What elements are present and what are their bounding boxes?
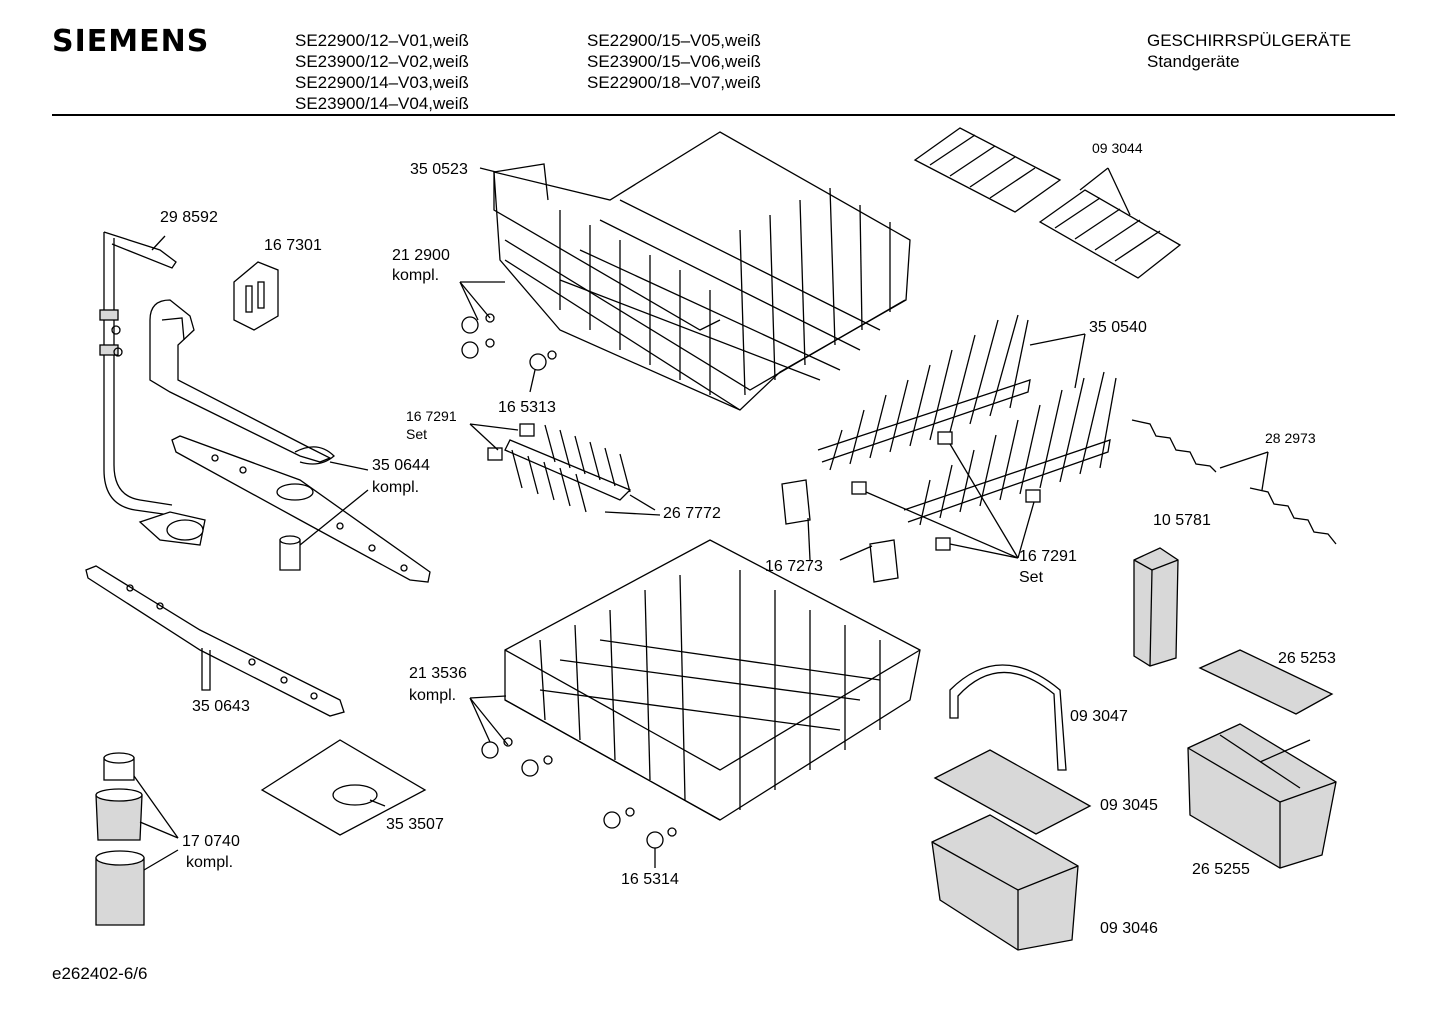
part-label-350643: 35 0643 bbox=[192, 698, 250, 715]
category-title: GESCHIRRSPÜLGERÄTE bbox=[1147, 31, 1352, 50]
part-label-265255: 26 5255 bbox=[1192, 861, 1250, 878]
cup-shelf-icon bbox=[487, 423, 632, 513]
filter-plate-icon bbox=[260, 739, 427, 836]
part-label-213536: 21 3536 bbox=[409, 665, 467, 682]
clips-167273-icon bbox=[781, 479, 899, 583]
part-label-350644: 35 0644 bbox=[372, 457, 430, 474]
part-label-350540: 35 0540 bbox=[1089, 319, 1147, 336]
plate-tines-350540-icon bbox=[817, 314, 1117, 526]
part-label-093046: 09 3046 bbox=[1100, 920, 1158, 937]
category-block: GESCHIRRSPÜLGERÄTE Standgeräte bbox=[1147, 30, 1351, 72]
clips-167291-icon bbox=[851, 431, 1041, 551]
document-id: e262402-6/6 bbox=[52, 964, 148, 983]
cutlery-insert-105781-icon bbox=[1133, 547, 1179, 667]
spray-arm-feed-icon bbox=[149, 299, 335, 465]
part-label-093045: 09 3045 bbox=[1100, 797, 1158, 814]
part-label-350523: 35 0523 bbox=[410, 161, 468, 178]
part-label-167291-upper-sub: Set bbox=[406, 426, 428, 442]
part-label-167273: 16 7273 bbox=[765, 558, 823, 575]
part-label-212900: 21 2900 bbox=[392, 247, 450, 264]
part-label-170740: 17 0740 bbox=[182, 833, 240, 850]
part-label-282973: 28 2973 bbox=[1265, 430, 1316, 446]
model-line: SE23900/15–V06,weiß bbox=[587, 52, 761, 71]
model-line: SE22900/14–V03,weiß bbox=[295, 73, 469, 92]
lower-basket-icon bbox=[481, 539, 921, 849]
part-label-212900-sub: kompl. bbox=[392, 267, 440, 284]
part-label-265253: 26 5253 bbox=[1278, 650, 1336, 667]
part-label-350644-sub: kompl. bbox=[372, 479, 420, 496]
filter-cylinders-icon bbox=[95, 752, 145, 926]
part-label-167291-upper: 16 7291 bbox=[406, 408, 457, 424]
handle-093047-icon bbox=[949, 664, 1067, 771]
part-label-093044: 09 3044 bbox=[1092, 140, 1143, 156]
cutlery-basket-093046-icon bbox=[931, 814, 1079, 951]
tine-rows-282973-icon bbox=[1131, 419, 1337, 545]
grid-lid-265253-icon bbox=[1198, 649, 1334, 715]
cutlery-basket-265255-icon bbox=[1187, 723, 1337, 869]
part-label-105781: 10 5781 bbox=[1153, 512, 1211, 529]
clip-16-7301-icon bbox=[233, 261, 279, 331]
lower-spray-arm-icon bbox=[85, 565, 345, 717]
model-line: SE23900/12–V02,weiß bbox=[295, 52, 469, 71]
header-divider bbox=[52, 114, 1395, 116]
model-line: SE22900/18–V07,weiß bbox=[587, 73, 761, 92]
model-line: SE23900/14–V04,weiß bbox=[295, 94, 469, 113]
part-label-167301: 16 7301 bbox=[264, 237, 322, 254]
part-label-170740-sub: kompl. bbox=[186, 854, 234, 871]
part-label-267772: 26 7772 bbox=[663, 505, 721, 522]
leader-lines bbox=[133, 167, 1269, 871]
part-label-093047: 09 3047 bbox=[1070, 708, 1128, 725]
part-label-167291-lower-sub: Set bbox=[1019, 569, 1044, 586]
upper-spray-arm-icon bbox=[138, 435, 431, 583]
model-line: SE22900/12–V01,weiß bbox=[295, 31, 469, 50]
model-list-2: SE22900/15–V05,weiß SE23900/15–V06,weiß … bbox=[587, 30, 761, 93]
upper-basket-icon bbox=[461, 131, 911, 411]
part-label-213536-sub: kompl. bbox=[409, 687, 457, 704]
cup-rack-93044-icon bbox=[913, 127, 1182, 279]
category-subtitle: Standgeräte bbox=[1147, 52, 1240, 71]
model-list-1: SE22900/12–V01,weiß SE23900/12–V02,weiß … bbox=[295, 30, 469, 114]
part-label-165314: 16 5314 bbox=[621, 871, 679, 888]
part-label-167291-lower: 16 7291 bbox=[1019, 548, 1077, 565]
model-line: SE22900/15–V05,weiß bbox=[587, 31, 761, 50]
part-label-298592: 29 8592 bbox=[160, 209, 218, 226]
brand-logo: SIEMENS bbox=[52, 24, 210, 59]
part-label-165313: 16 5313 bbox=[498, 399, 556, 416]
water-pipe-icon bbox=[99, 231, 177, 516]
part-label-353507: 35 3507 bbox=[386, 816, 444, 833]
grid-lid-093045-icon bbox=[933, 749, 1092, 835]
